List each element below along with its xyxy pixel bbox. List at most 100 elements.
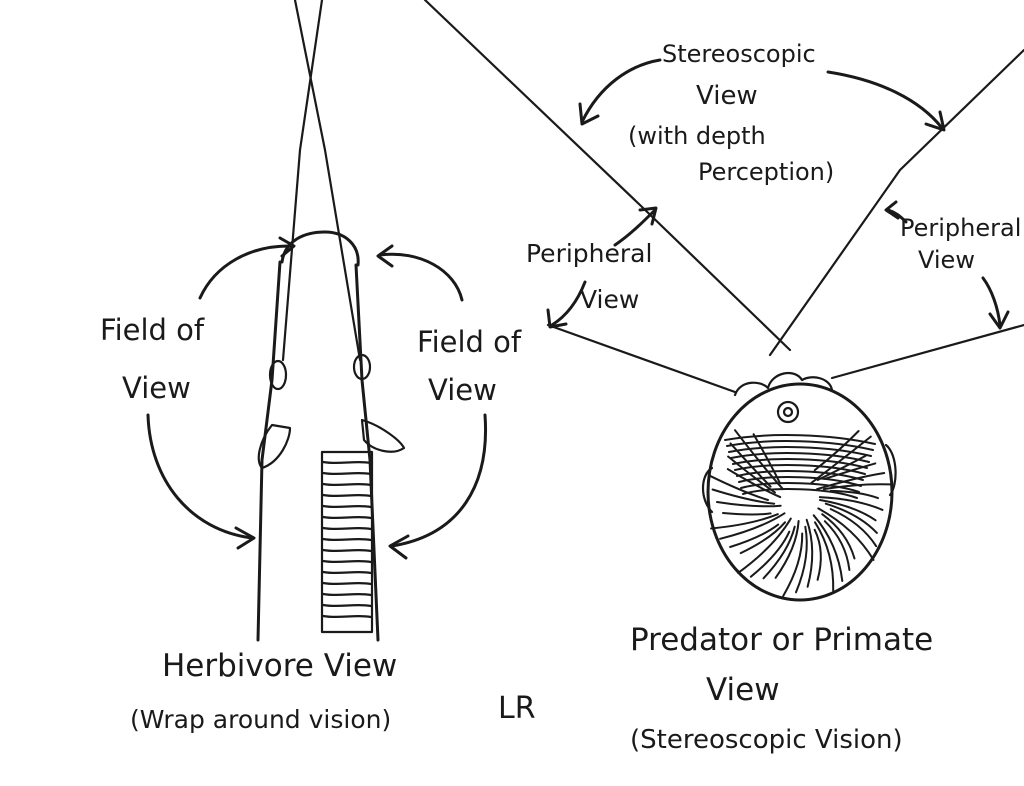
- neck-stripe: [321, 493, 373, 498]
- herbivore-fov-left-label-line1: Field of: [100, 313, 205, 347]
- herbivore-figure: [146, 0, 488, 642]
- hair-stroke: [742, 488, 858, 499]
- hair-stroke: [740, 482, 860, 493]
- neck-stripe: [321, 592, 373, 597]
- neck-stripe: [321, 581, 373, 586]
- predator-peripheral-arrowhead-left-bottom: [546, 308, 568, 329]
- predator-peripheral-right-label-line2: View: [918, 246, 975, 274]
- hair-stroke: [708, 474, 769, 501]
- herbivore-fov-arrow-left-top: [198, 244, 294, 300]
- hair-stroke: [819, 499, 877, 522]
- neck-stripe: [321, 603, 373, 608]
- herbivore-sight-line-left: [281, 0, 324, 362]
- predator-peripheral-right-label-line1: Peripheral: [900, 214, 1021, 242]
- artist-initials: LR: [498, 691, 536, 726]
- herbivore-fov-arrow-right-top: [378, 252, 464, 302]
- predator-subtitle: (Stereoscopic Vision): [630, 725, 903, 755]
- hair-stroke: [814, 521, 835, 593]
- predator-brow: [733, 371, 834, 397]
- herbivore-body-right-edge: [354, 263, 380, 642]
- hair-stroke: [726, 440, 874, 451]
- herbivore-neck: [320, 450, 374, 634]
- predator-stereo-label-line1: Stereoscopic: [662, 40, 816, 68]
- hair-stroke: [813, 528, 822, 581]
- neck-stripe: [321, 570, 373, 575]
- predator-stereo-arrowhead-left: [578, 102, 600, 126]
- predator-title-line1: Predator or Primate: [630, 622, 933, 658]
- neck-stripe: [321, 559, 373, 564]
- hair-stroke: [734, 429, 784, 491]
- hair-stroke: [829, 508, 878, 548]
- neck-stripe: [321, 537, 373, 542]
- herbivore-fov-right-label-line2: View: [428, 373, 497, 407]
- hair-stroke: [774, 520, 800, 579]
- hair-stroke: [739, 521, 786, 555]
- neck-stripe: [321, 526, 373, 531]
- herbivore-fov-right-label-line1: Field of: [417, 325, 522, 359]
- predator-peripheral-arrow-left-bottom: [550, 280, 587, 327]
- herbivore-eye-left: [268, 359, 288, 391]
- hair-stroke: [818, 496, 884, 511]
- hair-stroke: [722, 512, 772, 516]
- herbivore-fov-arrowhead-right-bottom: [388, 534, 410, 560]
- herbivore-sight-line-right: [293, 0, 362, 362]
- predator-ear-right: [884, 443, 897, 497]
- predator-peripheral-arrow-right-bottom: [981, 276, 1002, 327]
- hair-stroke: [728, 446, 872, 457]
- hair-stroke: [719, 512, 786, 540]
- herbivore-fov-arrowhead-left-top: [278, 236, 296, 258]
- predator-stereo-label-line2: View: [696, 81, 758, 111]
- hair-stroke: [711, 488, 776, 505]
- neck-stripe: [321, 614, 373, 619]
- hair-stroke: [737, 517, 792, 574]
- hair-stroke: [730, 452, 870, 463]
- herbivore-neck-stripes: [321, 460, 373, 619]
- hair-stroke: [752, 433, 781, 484]
- herbivore-title: Herbivore View: [162, 648, 397, 684]
- neck-stripe: [321, 460, 373, 465]
- neck-stripe: [321, 471, 373, 476]
- hair-stroke: [732, 458, 868, 469]
- predator-head: [706, 382, 894, 602]
- predator-peripheral-arrowhead-right-top: [884, 200, 900, 220]
- herbivore-ear-left: [257, 423, 292, 470]
- herbivore-eye-right: [352, 353, 372, 381]
- predator-stereo-arrowhead-right: [924, 110, 946, 132]
- hair-stroke: [782, 532, 804, 597]
- predator-hair: [708, 429, 893, 597]
- predator-nose-inner: [782, 406, 794, 418]
- neck-stripe: [321, 548, 373, 553]
- hair-stroke: [817, 507, 875, 561]
- herbivore-fov-arrowhead-right-top: [376, 244, 394, 268]
- neck-stripe: [321, 504, 373, 509]
- hair-stroke: [795, 525, 808, 594]
- herbivore-body-left-edge: [256, 260, 282, 642]
- hair-stroke: [729, 523, 780, 548]
- predator-figure: [423, 0, 1024, 602]
- neck-stripe: [321, 482, 373, 487]
- predator-peripheral-arrowhead-left-top: [638, 206, 658, 226]
- predator-stereo-arrow: [580, 58, 944, 130]
- predator-peripheral-arrow-left-top: [613, 208, 657, 247]
- hair-stroke: [724, 434, 876, 445]
- predator-stereo-label-line3: (with depth: [628, 122, 766, 150]
- herbivore-fov-arrowhead-left-bottom: [234, 526, 256, 550]
- predator-peripheral-left-label-line1: Peripheral: [526, 239, 652, 268]
- hair-stroke: [821, 513, 856, 560]
- hair-stroke: [734, 464, 866, 475]
- predator-nose: [776, 400, 800, 424]
- hair-stroke: [749, 530, 791, 578]
- predator-peripheral-arrow-right-top: [886, 208, 908, 224]
- predator-stereo-label-line4: Perception): [698, 158, 834, 186]
- predator-peripheral-left-label-line2: View: [580, 285, 639, 314]
- hair-stroke: [805, 518, 814, 588]
- hair-stroke: [738, 476, 862, 487]
- herbivore-fov-arrow-left-bottom: [146, 413, 254, 540]
- hair-stroke: [824, 502, 878, 534]
- predator-peripheral-line-right: [830, 323, 1024, 380]
- hair-stroke: [762, 525, 796, 580]
- hair-stroke: [816, 472, 886, 491]
- predator-title-line2: View: [706, 672, 780, 708]
- predator-peripheral-arrowhead-right-bottom: [988, 310, 1010, 330]
